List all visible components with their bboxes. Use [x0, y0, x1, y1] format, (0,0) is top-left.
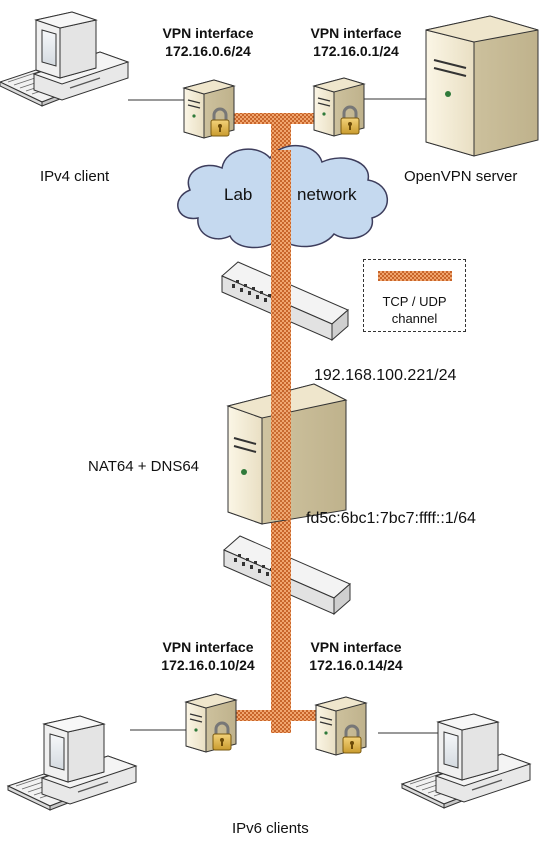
openvpn-server-tower	[425, 15, 539, 157]
ipv4-client-computer	[0, 11, 129, 107]
legend: TCP / UDP channel	[363, 259, 466, 332]
vpn-title: VPN interface	[310, 25, 402, 41]
nat64-dns64-label: NAT64 + DNS64	[88, 458, 200, 475]
cloud-label-lab: Lab	[224, 185, 252, 204]
vpn-ip: 172.16.0.6/24	[165, 43, 251, 59]
channel-through-switch-top	[271, 260, 291, 370]
vpn-ip: 172.16.0.1/24	[313, 43, 399, 59]
vpn-title: VPN interface	[310, 639, 402, 655]
openvpn-server-label: OpenVPN server	[404, 168, 518, 185]
link-lines	[128, 98, 446, 734]
vpn-interface-tower-top-left	[182, 78, 236, 140]
vpn-label-top-left: VPN interface 172.16.0.6/24	[148, 24, 268, 60]
ipv6-client-computer-left	[7, 715, 137, 811]
vpn-interface-tower-bottom-right	[314, 695, 368, 757]
ipv6-address-label: fd5c:6bc1:7bc7:ffff::1/64	[306, 510, 476, 527]
ipv6-client-computer-right	[401, 713, 531, 809]
vpn-label-bottom-left: VPN interface 172.16.0.10/24	[148, 638, 268, 674]
ipv4-address-label: 192.168.100.221/24	[314, 367, 457, 384]
channel-through-cloud	[271, 150, 291, 245]
vpn-title: VPN interface	[162, 25, 254, 41]
vpn-interface-tower-bottom-left	[184, 692, 238, 754]
channel-through-switch-bottom	[271, 535, 291, 625]
legend-line-1: TCP / UDP	[382, 294, 447, 309]
vpn-label-bottom-right: VPN interface 172.16.0.14/24	[296, 638, 416, 674]
nat64-server-tower	[226, 383, 348, 525]
vpn-ip: 172.16.0.10/24	[161, 657, 255, 673]
ipv6-clients-label: IPv6 clients	[232, 820, 309, 837]
legend-channel-swatch	[378, 271, 452, 281]
cloud-label-network: network	[297, 185, 357, 204]
legend-line-2: channel	[391, 311, 438, 326]
channel-through-nat64	[271, 390, 291, 520]
ipv4-client-label: IPv4 client	[40, 168, 110, 185]
vpn-interface-tower-top-right	[312, 76, 366, 138]
vpn-label-top-right: VPN interface 172.16.0.1/24	[296, 24, 416, 60]
vpn-ip: 172.16.0.14/24	[309, 657, 403, 673]
vpn-title: VPN interface	[162, 639, 254, 655]
